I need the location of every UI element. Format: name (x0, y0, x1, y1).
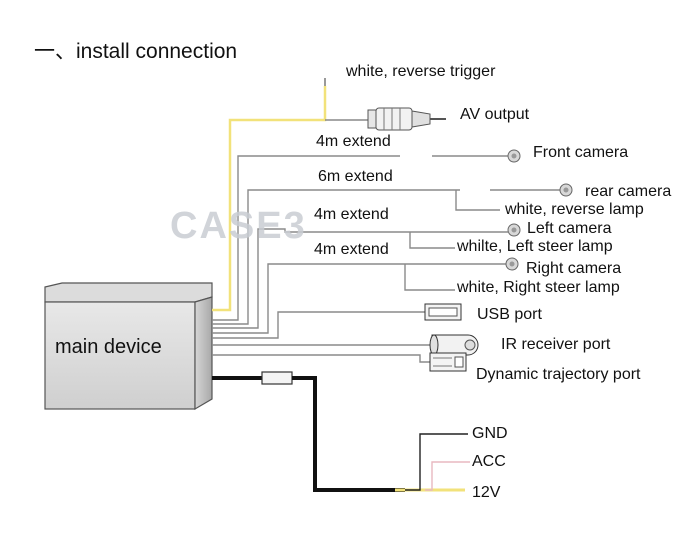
camera-wires (212, 155, 560, 334)
reverse-trigger-label: white, reverse trigger (346, 63, 496, 80)
trajectory-connector-icon (212, 352, 467, 372)
main-device-box (44, 282, 213, 411)
left-camera-label: Left camera (527, 220, 612, 237)
av-output-label: AV output (460, 106, 530, 123)
right-camera-label: Right camera (526, 260, 622, 277)
acc-label: ACC (472, 453, 506, 470)
reverse-lamp-label: white, reverse lamp (505, 201, 644, 218)
right-camera-icon (505, 257, 519, 271)
rear-extend-label: 6m extend (318, 168, 393, 185)
left-extend-label: 4m extend (314, 206, 389, 223)
main-device-label: main device (55, 336, 162, 358)
gnd-label: GND (472, 425, 508, 442)
ir-receiver-port-label: IR receiver port (501, 336, 611, 353)
right-extend-label: 4m extend (314, 241, 389, 258)
rear-camera-label: rear camera (585, 183, 672, 200)
12v-label: 12V (472, 484, 501, 501)
usb-connector-icon (212, 303, 462, 339)
front-extend-label: 4m extend (316, 133, 391, 150)
page-title: 一、install connection (34, 40, 238, 63)
watermark-logo: CASE3 (170, 205, 307, 247)
power-harness (212, 371, 470, 492)
av-output-connector-icon (367, 107, 446, 131)
front-camera-icon (507, 149, 521, 163)
trajectory-port-label: Dynamic trajectory port (476, 366, 641, 383)
usb-port-label: USB port (477, 306, 542, 323)
front-camera-label: Front camera (533, 144, 629, 161)
left-camera-icon (507, 223, 521, 237)
right-steer-lamp-label: white, Right steer lamp (457, 279, 620, 296)
left-steer-lamp-label: whilte, Left steer lamp (457, 238, 613, 255)
rear-camera-icon (559, 183, 573, 197)
reverse-trigger-wire (212, 78, 370, 312)
ir-receiver-connector-icon (212, 334, 479, 356)
